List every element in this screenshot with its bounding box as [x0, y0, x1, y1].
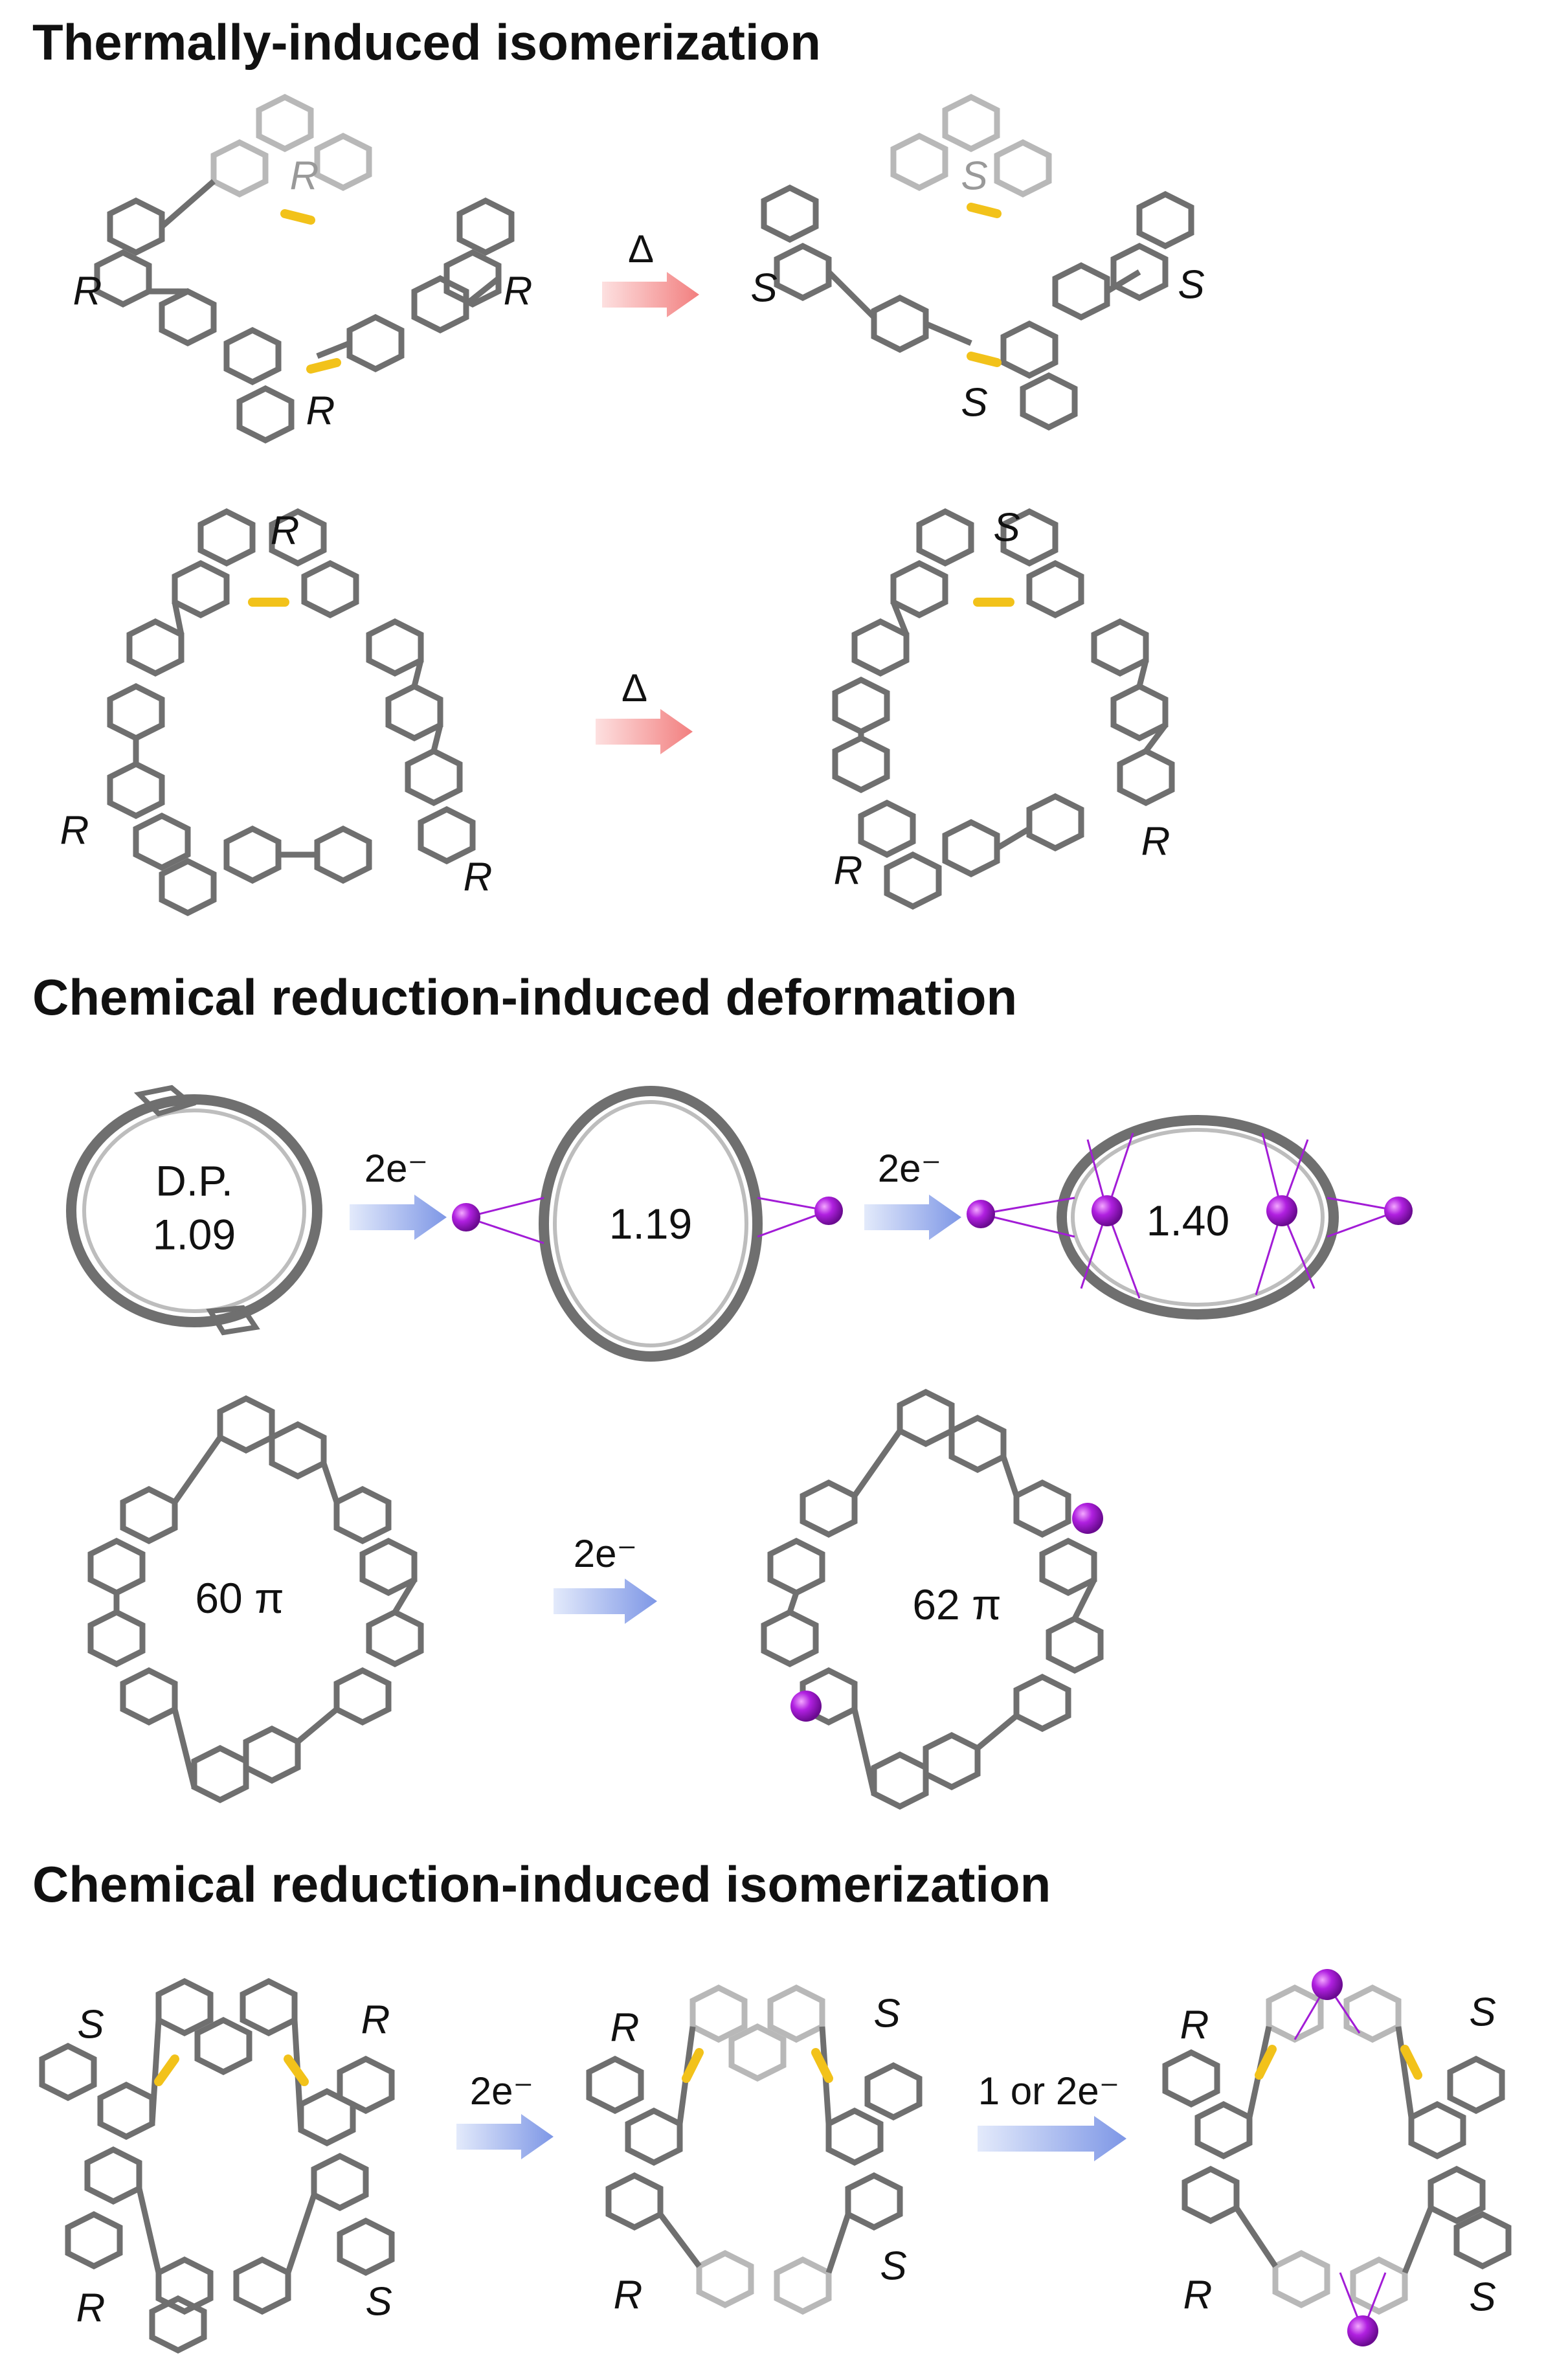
stereo-label: S [1469, 2275, 1496, 2320]
stereo-label: S [1178, 262, 1205, 308]
stereo-label: R [60, 808, 89, 853]
thermal-row1-left-molecule [94, 93, 515, 444]
stereo-label: R [270, 508, 300, 554]
reductant-label: 2e⁻ [364, 1147, 429, 1190]
ring-neutral-top-view [87, 1395, 424, 1804]
reduction-arrow [350, 1195, 447, 1240]
stereo-label: R [503, 269, 533, 314]
stereo-label: S [77, 2002, 104, 2047]
thermal-row2-left-molecule [107, 508, 476, 917]
ring-dianion-top-view [761, 1388, 1104, 1810]
ring-neutral-side-view [66, 1085, 322, 1336]
stereo-label: S [993, 505, 1020, 550]
reductant-label: 2e⁻ [469, 2069, 534, 2113]
stereo-label: R [306, 388, 335, 434]
stereo-label: S [750, 265, 778, 311]
reduction-isomerization-section-title: Chemical reduction-induced isomerization [32, 1856, 1051, 1913]
reduction-arrow [554, 1579, 657, 1624]
stereo-label: R [1141, 819, 1170, 864]
stereo-label: R [361, 1997, 390, 2043]
heat-arrow [602, 272, 699, 317]
heat-symbol: Δ [627, 227, 655, 271]
ring-dianion-side-view [452, 1086, 843, 1362]
pi-electron-count-after: 62 π [912, 1580, 1002, 1628]
dp-value: 1.09 [152, 1210, 236, 1258]
reductant-label: 2e⁻ [573, 1532, 638, 1575]
reduction-arrow [456, 2114, 554, 2159]
stereo-label: R [76, 2286, 106, 2331]
dp-label: D.P. [155, 1156, 233, 1205]
deformation-section-title: Chemical reduction-induced deformation [32, 969, 1018, 1026]
stereo-label: R [613, 2273, 643, 2318]
stereo-label: S [880, 2244, 907, 2289]
stereo-label: R [289, 153, 319, 199]
stereo-label: R [1180, 2003, 1209, 2048]
heat-arrow [596, 709, 693, 754]
thermal-row1-right-molecule [761, 93, 1194, 431]
reductant-label: 2e⁻ [877, 1147, 942, 1190]
reduction-arrow [864, 1195, 961, 1240]
stereo-label: R [833, 848, 863, 894]
isomer-dianion-molecule [586, 1984, 923, 2315]
stereo-label: S [961, 153, 988, 199]
isomer-neutral-molecule [39, 1977, 395, 2354]
stereo-label: S [365, 2279, 392, 2324]
stereo-label: R [73, 269, 102, 314]
pi-electron-count-before: 60 π [195, 1573, 284, 1622]
stereo-label: S [961, 380, 988, 425]
heat-symbol: Δ [621, 666, 648, 710]
thermal-section-title: Thermally-induced isomerization [32, 14, 821, 71]
thermal-row2-right-molecule [832, 508, 1175, 910]
reductant-label: 1 or 2e⁻ [978, 2069, 1120, 2113]
stereo-label: R [610, 2005, 640, 2051]
reduction-arrow [978, 2116, 1126, 2161]
dp-value-neutral: D.P. 1.09 [153, 1154, 236, 1261]
stereo-label: R [1183, 2273, 1213, 2318]
stereo-label: R [463, 855, 493, 900]
dp-value: 1.40 [1146, 1196, 1230, 1244]
dp-value: 1.19 [609, 1199, 693, 1248]
isomer-reduced-molecule [1162, 1969, 1512, 2346]
ring-tetraanion-side-view [967, 1115, 1413, 1320]
stereo-label: S [1469, 1990, 1496, 2035]
stereo-label: S [873, 1991, 901, 2036]
